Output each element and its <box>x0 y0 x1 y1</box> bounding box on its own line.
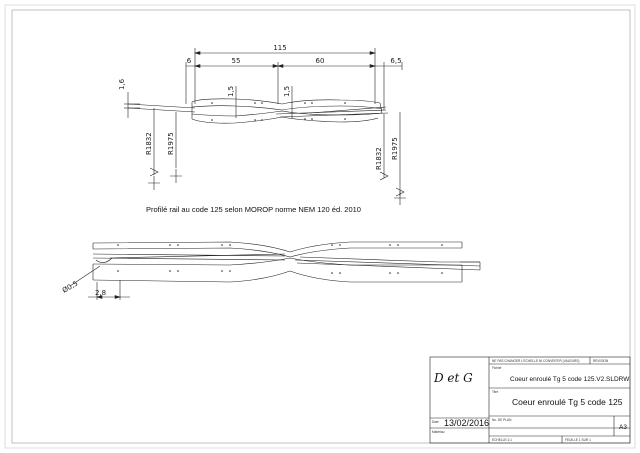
dim-radius-right-b: R1975 <box>391 137 399 160</box>
sheet-border-inner <box>11 9 631 444</box>
tb-sheet: FEUILLE 1 SUR 1 <box>565 438 591 442</box>
tb-header-small: NE PAS CHANGER L'ECHELLE NI CONVERTIR (V… <box>492 359 579 363</box>
tb-title: Coeur enroulé Tg 5 code 125 <box>512 397 623 407</box>
tb-date-label: Date <box>432 420 439 424</box>
tb-header-revision: REVISION <box>593 359 609 363</box>
tb-format: A3 <box>619 424 627 431</box>
bottom-view <box>69 241 481 300</box>
dim-diameter: Ø0,5 <box>61 279 79 294</box>
dim-left-section: 55 <box>232 57 241 65</box>
tb-material-label: Matériau <box>432 430 445 434</box>
tb-file-label: Fichier <box>492 366 503 370</box>
dim-height-mid-a: 1,5 <box>227 86 235 97</box>
tb-title-label: Titre <box>492 390 498 394</box>
tb-dwg-label: No. DE PLAN <box>492 418 512 422</box>
dim-spacing: 2,8 <box>95 289 106 297</box>
dim-height-mid-b: 1,5 <box>283 86 291 97</box>
tb-date: 13/02/2016 <box>444 418 489 428</box>
top-view <box>124 48 406 205</box>
signature: D et G <box>433 371 473 385</box>
dim-right-section: 60 <box>316 57 325 65</box>
dim-total-length: 115 <box>273 44 286 52</box>
profile-note: Profilé rail au code 125 selon MOROP nor… <box>146 205 361 214</box>
dim-radius-right-a: R1832 <box>375 147 383 170</box>
sheet-border-outer <box>4 4 636 449</box>
dim-right-offset: 6,5 <box>390 57 401 65</box>
tb-file-name: Coeur enroulé Tg 5 code 125.V2.SLDRW <box>510 376 630 383</box>
dim-height-left: 1,6 <box>118 78 126 90</box>
dim-radius-left-a: R1832 <box>145 132 153 155</box>
dim-radius-left-b: R1975 <box>167 132 175 155</box>
tb-scale: ECHELLE:1:1 <box>492 438 512 442</box>
title-block <box>429 356 631 444</box>
dim-left-offset: 6 <box>187 57 192 65</box>
